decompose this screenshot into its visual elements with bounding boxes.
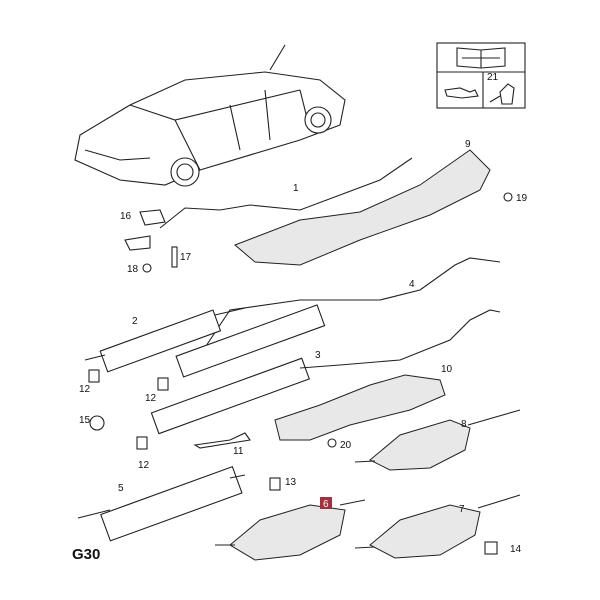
callout-12: 12	[145, 393, 157, 404]
group-code: G30	[72, 546, 100, 563]
callout-4: 4	[409, 279, 415, 290]
callout-12: 12	[138, 460, 150, 471]
car-illustration	[74, 44, 346, 187]
legend-box: 21	[436, 42, 526, 109]
callout-3: 3	[315, 350, 321, 361]
front-pipe-1	[159, 157, 413, 229]
callout-13: 13	[285, 477, 297, 488]
callout-15: 15	[79, 415, 91, 426]
heat-shield-10	[274, 374, 446, 441]
callout-12: 12	[79, 384, 91, 395]
callout-9: 9	[465, 139, 471, 150]
callout-6-highlight[interactable]	[320, 497, 332, 509]
callout-21: 21	[487, 72, 499, 83]
rear-muffler-7	[369, 504, 481, 559]
bracket-11	[193, 432, 251, 449]
small-parts	[88, 192, 513, 555]
callout-11: 11	[233, 446, 244, 457]
callout-2: 2	[132, 316, 138, 327]
callout-5: 5	[118, 483, 124, 494]
muffler-3	[150, 357, 310, 435]
rear-muffler-8	[369, 419, 471, 471]
callout-18: 18	[127, 264, 139, 275]
callout-1: 1	[293, 183, 299, 194]
callout-14: 14	[510, 544, 522, 555]
rear-muffler-6	[229, 504, 346, 561]
muffler-4	[175, 304, 326, 378]
callout-19: 19	[516, 193, 528, 204]
muffler-2	[99, 309, 222, 373]
callout-7: 7	[459, 504, 465, 515]
muffler-5	[100, 465, 243, 542]
callout-17: 17	[180, 252, 192, 263]
callout-8: 8	[461, 419, 467, 430]
oil-can-icon	[444, 87, 479, 99]
callout-6[interactable]: 6	[323, 499, 329, 510]
wrench-book-icon	[456, 47, 506, 69]
callout-10: 10	[441, 364, 453, 375]
heat-shield-9	[234, 149, 491, 266]
callout-16: 16	[120, 211, 132, 222]
callout-20: 20	[340, 440, 352, 451]
sealant-tube-icon	[489, 83, 515, 105]
